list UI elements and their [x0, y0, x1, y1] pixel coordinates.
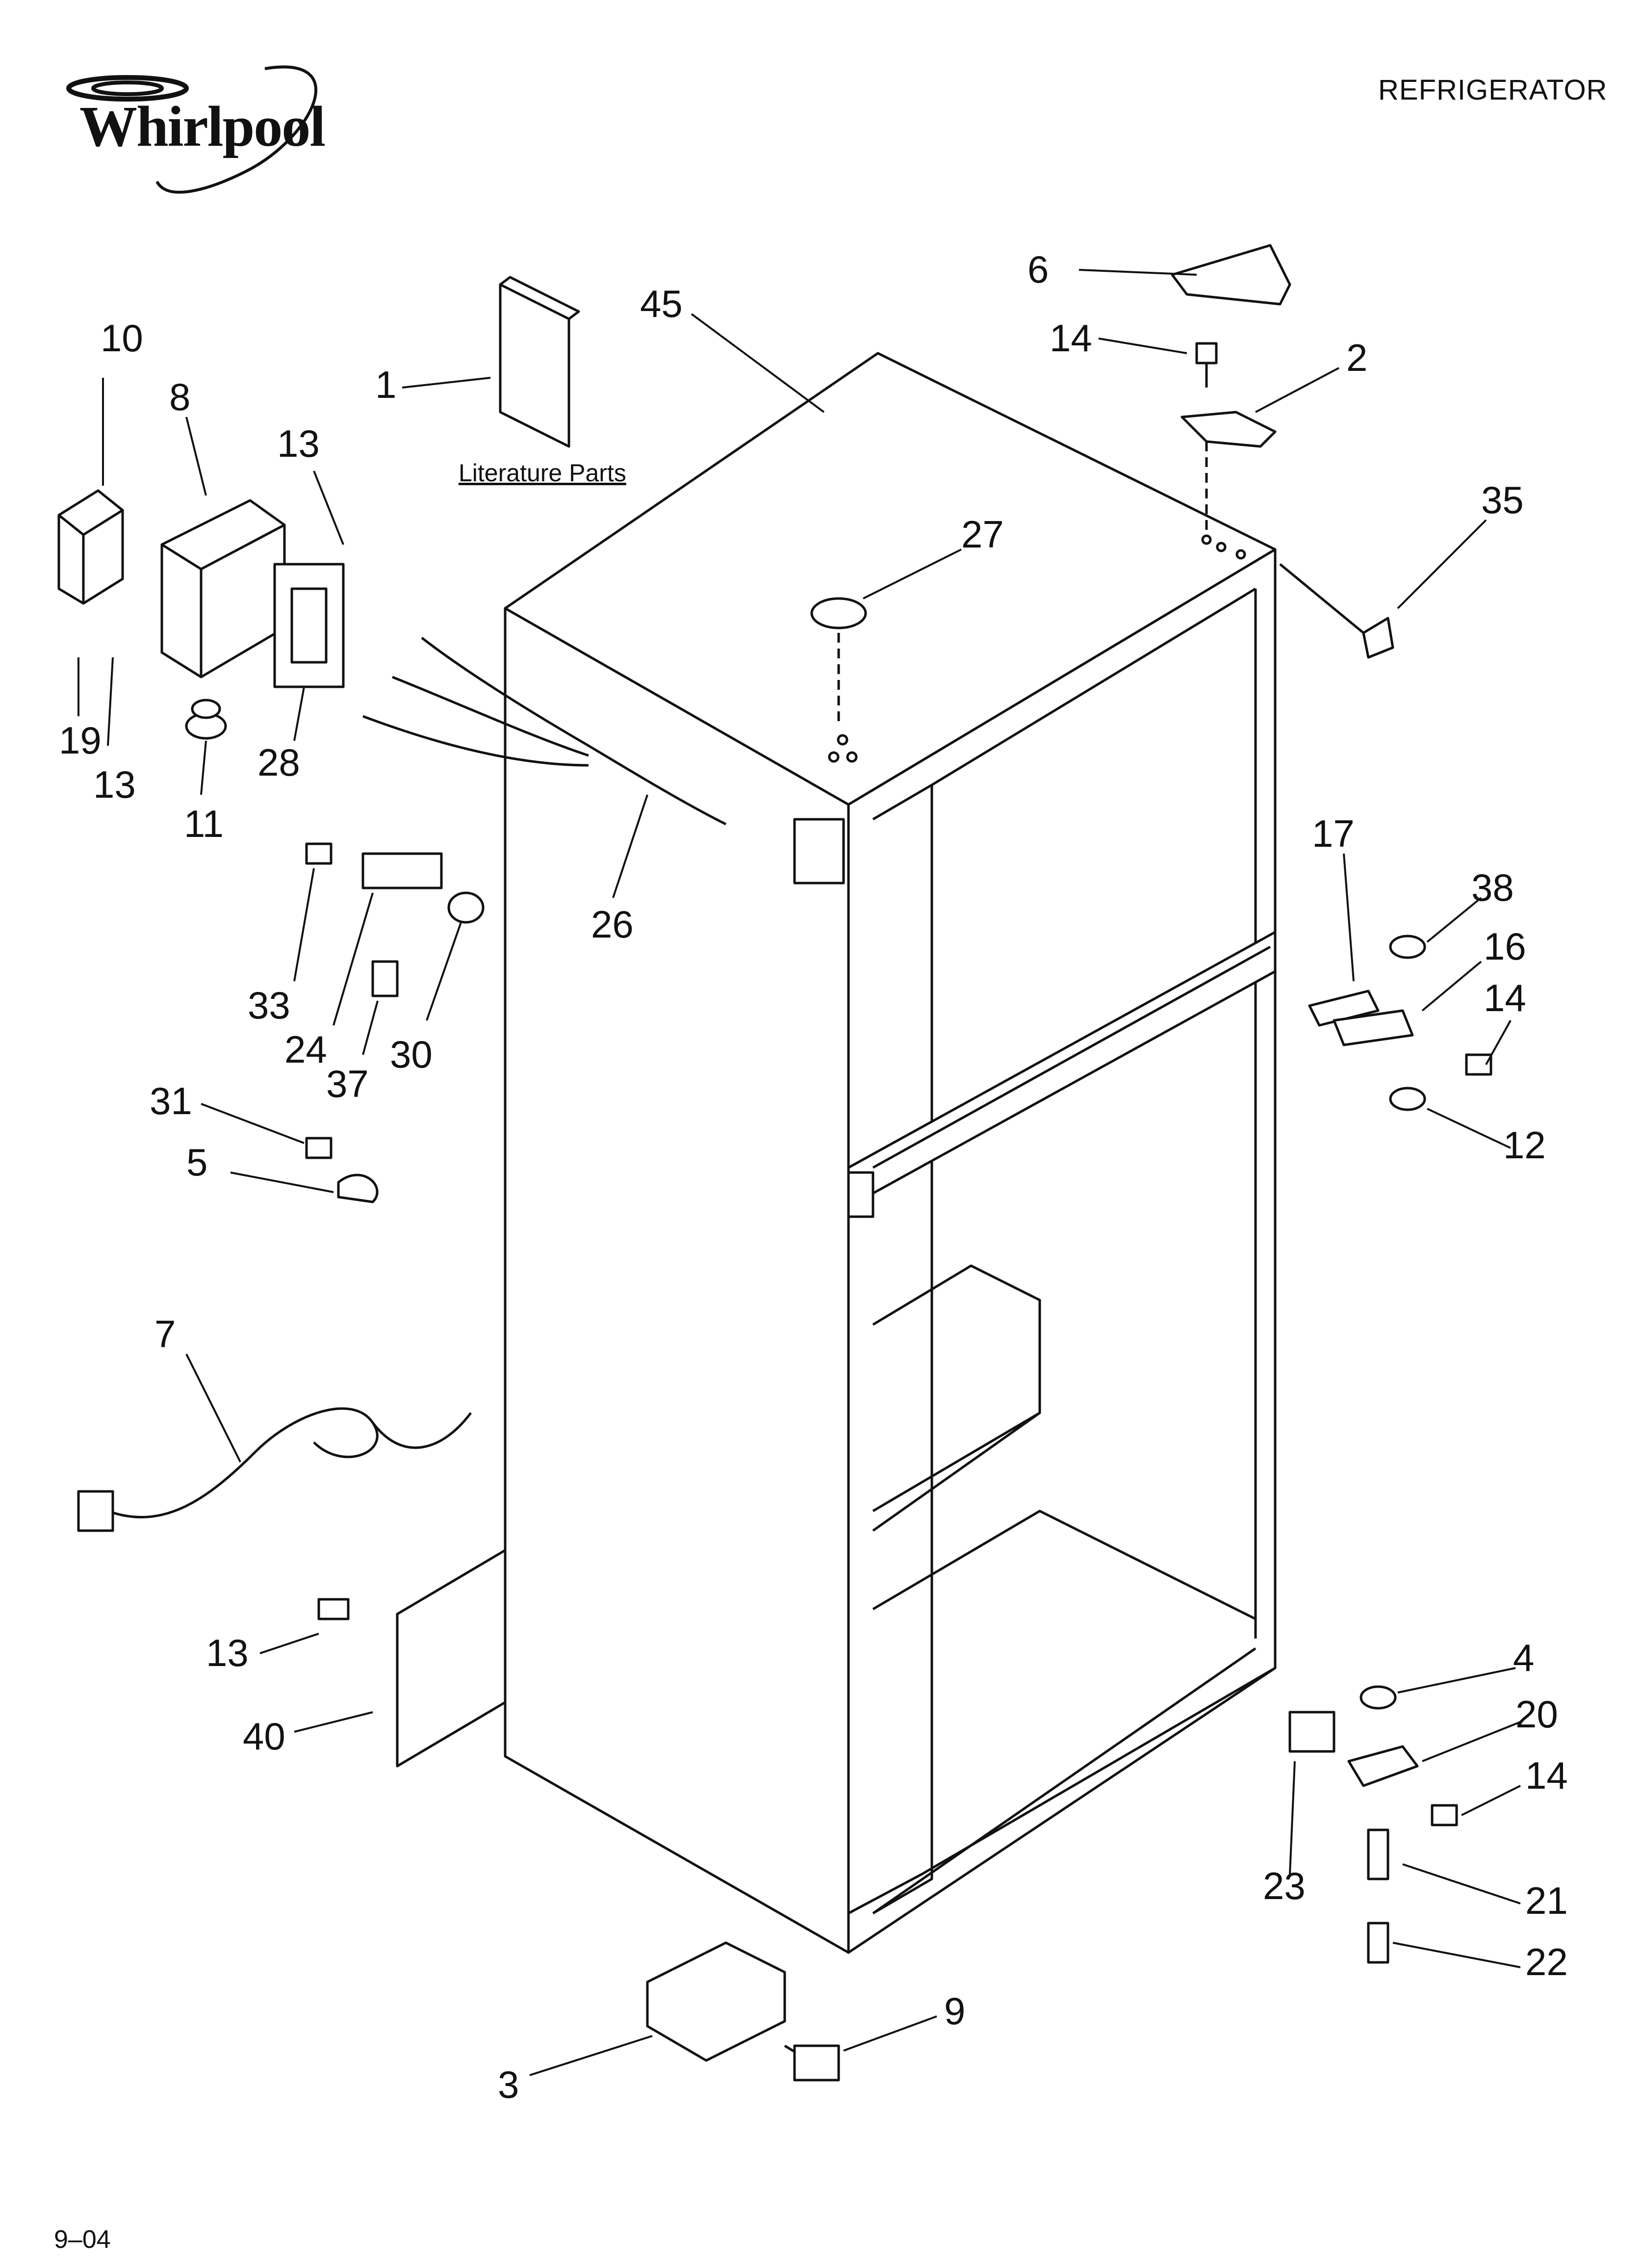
- callout-9: 9: [944, 1989, 966, 2033]
- clip: [1362, 617, 1394, 659]
- callout-4: 4: [1513, 1636, 1535, 1679]
- callout-23: 23: [1263, 1864, 1306, 1907]
- callout-8: 8: [169, 375, 191, 418]
- callout-5: 5: [186, 1141, 208, 1184]
- callout-14: 14: [1050, 316, 1092, 360]
- callout-7: 7: [154, 1312, 176, 1356]
- callout-13: 13: [206, 1631, 249, 1674]
- top-hinge: [1180, 411, 1277, 448]
- callout-16: 16: [1484, 925, 1526, 968]
- cabinet-outline: [504, 352, 1277, 1954]
- callout-10: 10: [101, 316, 143, 360]
- callout-40: 40: [243, 1715, 285, 1758]
- date-code: 9–04: [54, 2225, 111, 2254]
- callout-31: 31: [150, 1079, 192, 1122]
- callout-19: 19: [59, 719, 102, 762]
- callout-27: 27: [961, 513, 1004, 556]
- callout-37: 37: [326, 1062, 369, 1105]
- callout-13: 13: [277, 422, 320, 465]
- hinge-cap: [1171, 244, 1291, 306]
- power-cord: [107, 1407, 379, 1518]
- callout-14: 14: [1484, 976, 1526, 1019]
- roller-assembly: [646, 1941, 786, 2062]
- callout-30: 30: [390, 1033, 433, 1076]
- callout-26: 26: [591, 903, 634, 946]
- brand-wordmark: Whirlpool: [79, 94, 326, 158]
- callout-13: 13: [93, 763, 136, 806]
- callout-28: 28: [257, 741, 300, 784]
- callout-45: 45: [640, 282, 683, 325]
- callout-22: 22: [1525, 1940, 1568, 1983]
- wire-harness: [421, 637, 727, 826]
- callout-24: 24: [284, 1028, 327, 1071]
- bracket: [160, 499, 286, 678]
- relay: [57, 489, 124, 605]
- plug: [810, 597, 867, 629]
- callout-17: 17: [1312, 812, 1355, 855]
- callout-12: 12: [1503, 1123, 1546, 1167]
- callout-14: 14: [1525, 1754, 1568, 1797]
- callout-1: 1: [375, 363, 397, 406]
- callout-3: 3: [498, 2063, 519, 2106]
- callout-20: 20: [1515, 1693, 1558, 1736]
- callout-21: 21: [1525, 1879, 1568, 1922]
- callout-2: 2: [1346, 336, 1368, 379]
- swirl-icon: [66, 65, 317, 194]
- page-title: REFRIGERATOR: [1378, 74, 1608, 106]
- whirlpool-logo: Whirlpool: [59, 59, 363, 206]
- literature-parts-label: Literature Parts: [459, 459, 626, 487]
- callout-11: 11: [184, 802, 224, 845]
- literature-booklet: [499, 283, 570, 448]
- callout-35: 35: [1481, 478, 1524, 521]
- callout-38: 38: [1471, 866, 1514, 909]
- callout-33: 33: [248, 984, 290, 1027]
- access-panel: [396, 1549, 507, 1768]
- callout-6: 6: [1027, 248, 1049, 291]
